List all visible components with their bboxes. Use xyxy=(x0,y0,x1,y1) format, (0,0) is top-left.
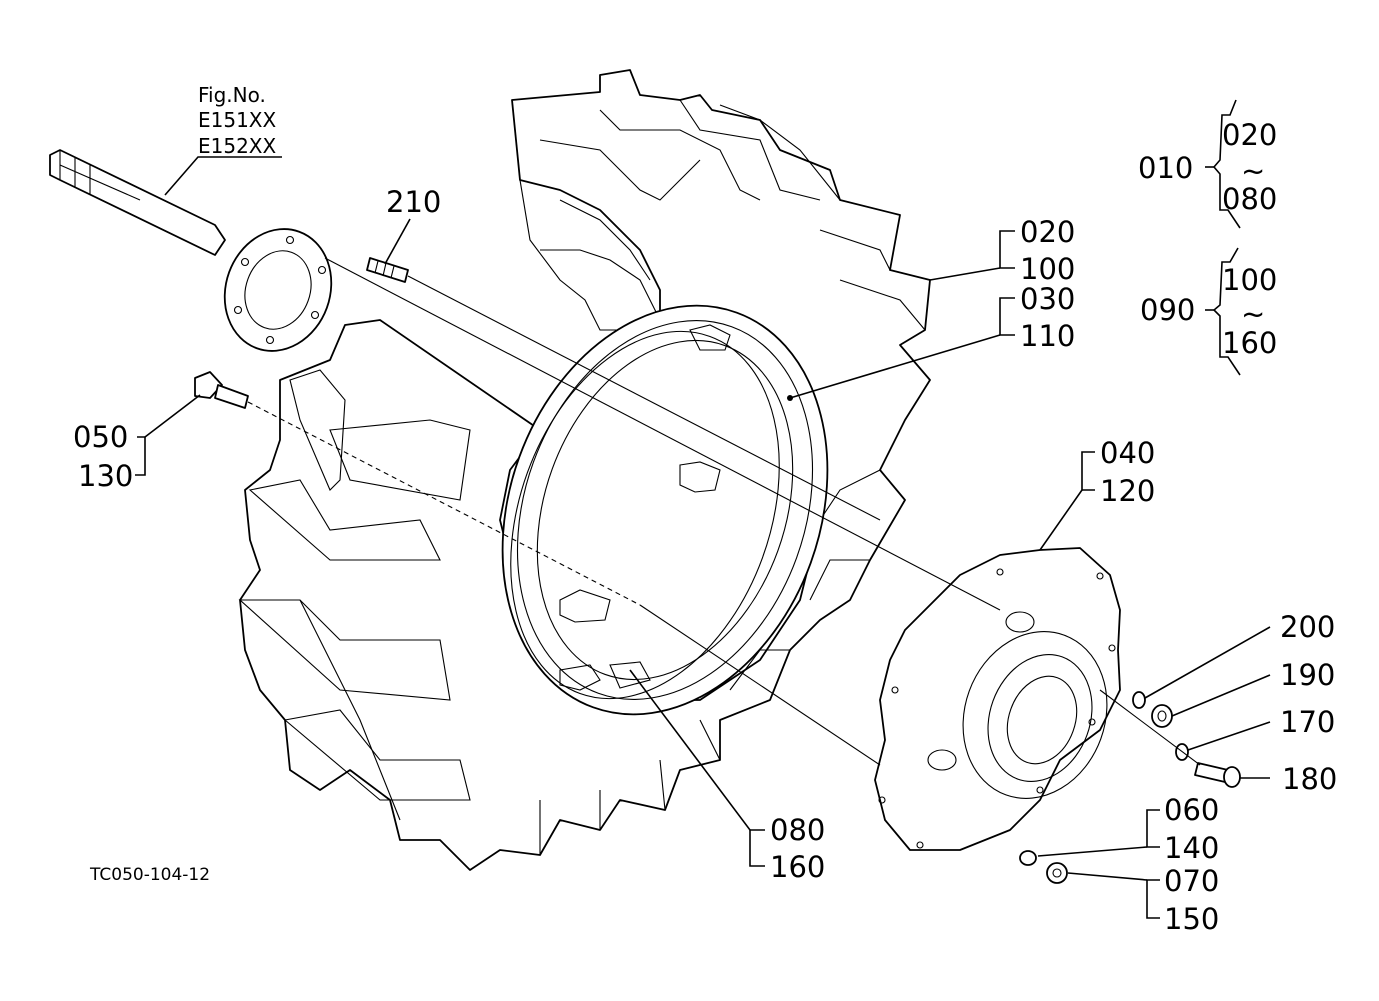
callout-110: 110 xyxy=(1020,319,1075,353)
callout-020: 020 xyxy=(1020,215,1075,249)
callout-080: 080 xyxy=(770,813,825,847)
callout-050: 050 xyxy=(73,420,128,454)
assembly-010-start: 020 xyxy=(1222,118,1277,152)
hardware-200 xyxy=(1132,691,1146,709)
callout-160: 160 xyxy=(770,850,825,884)
wheel-hub-disc xyxy=(874,547,1121,851)
assembly-010-parent: 010 xyxy=(1138,151,1193,185)
callout-120: 120 xyxy=(1100,474,1155,508)
callout-170: 170 xyxy=(1280,705,1335,739)
callout-200: 200 xyxy=(1280,610,1335,644)
assembly-090-start: 100 xyxy=(1222,263,1277,297)
callout-180: 180 xyxy=(1282,762,1337,796)
wheel-rim xyxy=(501,304,829,716)
leader-lines xyxy=(135,156,1271,919)
assembly-brace-010 xyxy=(1212,99,1241,229)
hardware-070 xyxy=(1046,862,1068,884)
stud-210 xyxy=(366,257,409,283)
callout-190: 190 xyxy=(1280,658,1335,692)
assembly-brace-090 xyxy=(1212,247,1241,376)
fig-no-label: Fig.No. xyxy=(198,83,266,107)
callout-210: 210 xyxy=(386,185,441,219)
callout-150: 150 xyxy=(1164,902,1219,936)
assembly-090-end: 160 xyxy=(1222,326,1277,360)
assembly-090-sep: ~ xyxy=(1241,297,1265,331)
callout-060: 060 xyxy=(1164,793,1219,827)
fig-number-2: E152XX xyxy=(198,134,277,158)
assembly-090-parent: 090 xyxy=(1140,293,1195,327)
axle-shaft xyxy=(49,149,333,352)
drawing-code: TC050-104-12 xyxy=(89,865,210,885)
callout-130: 130 xyxy=(78,459,133,493)
callout-140: 140 xyxy=(1164,831,1219,865)
assembly-010-end: 080 xyxy=(1222,182,1277,216)
callout-070: 070 xyxy=(1164,864,1219,898)
callout-100: 100 xyxy=(1020,252,1075,286)
callout-030: 030 xyxy=(1020,282,1075,316)
bolt-050 xyxy=(194,371,249,409)
hardware-180 xyxy=(1194,762,1241,788)
fig-number-1: E151XX xyxy=(198,108,277,132)
hardware-190 xyxy=(1151,704,1173,728)
tire-rear xyxy=(238,69,931,871)
hardware-060 xyxy=(1019,850,1037,866)
assembly-lines xyxy=(59,164,1201,766)
assembly-010-sep: ~ xyxy=(1241,154,1265,188)
callout-040: 040 xyxy=(1100,436,1155,470)
